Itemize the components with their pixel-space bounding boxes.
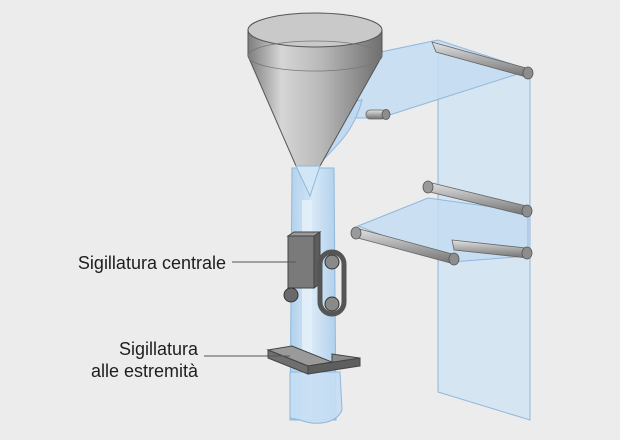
roller-upper-left xyxy=(365,109,391,120)
sealing-belt xyxy=(317,249,347,317)
end-seal-label-line1: Sigillatura xyxy=(118,339,198,359)
roller-lower-left xyxy=(350,226,460,266)
roller-top-right xyxy=(431,41,534,80)
roller-middle xyxy=(422,180,533,218)
roller-lower-right xyxy=(451,239,533,260)
end-seal-label-line2: alle estremità xyxy=(90,361,198,381)
hopper-funnel xyxy=(247,12,383,198)
central-seal-label: Sigillatura centrale xyxy=(77,253,226,273)
sealed-bag xyxy=(289,371,343,424)
end-seal-label: Sigillatura alle estremità xyxy=(0,338,198,382)
